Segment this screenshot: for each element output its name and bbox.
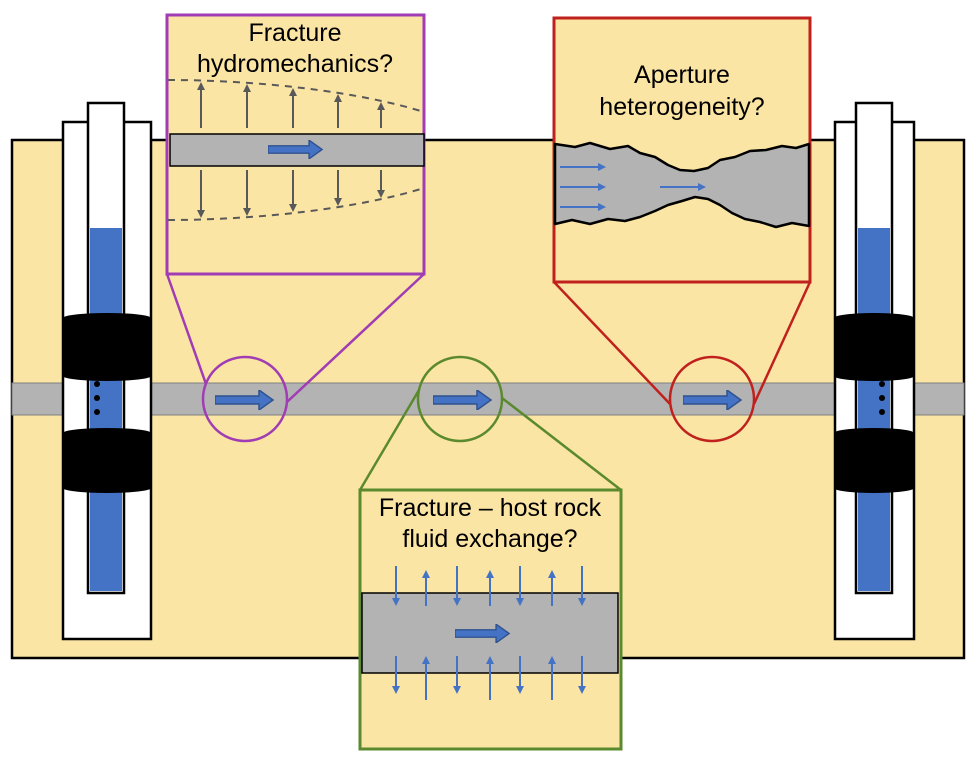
callout-exchange: Fracture – host rock fluid exchange? bbox=[358, 488, 623, 751]
connector-lines-exchange bbox=[358, 389, 622, 491]
flow-lines-aperture bbox=[560, 163, 706, 211]
callout-aperture: Aperture heterogeneity? bbox=[552, 16, 812, 284]
callout-exchange-title-line1: Fracture – host rock bbox=[379, 494, 602, 522]
callout-hydromechanics-title-line1: Fracture bbox=[248, 19, 341, 47]
stress-arrows bbox=[197, 82, 385, 218]
screen-perforations-right bbox=[879, 381, 885, 415]
exchange-arrows-bottom bbox=[392, 656, 586, 700]
water-column-left bbox=[90, 228, 122, 591]
callout-exchange-title-line2: fluid exchange? bbox=[402, 525, 577, 553]
callout-aperture-title-line1: Aperture bbox=[634, 61, 730, 89]
exchange-arrows-top bbox=[392, 566, 586, 606]
right-borehole bbox=[833, 101, 916, 641]
zoom-circle-hydromechanics bbox=[201, 355, 289, 443]
callout-hydromechanics-title-line2: hydromechanics? bbox=[197, 50, 393, 78]
callout-hydromechanics: Fracture hydromechanics? bbox=[165, 13, 426, 276]
screen-perforations-left bbox=[94, 381, 100, 415]
connector-lines-aperture bbox=[553, 281, 812, 405]
callout-aperture-title-line2: heterogeneity? bbox=[599, 93, 764, 121]
rough-fracture bbox=[553, 141, 811, 229]
packer-upper-right bbox=[834, 313, 914, 381]
packer-lower-right bbox=[834, 428, 914, 493]
packer-lower-left bbox=[63, 428, 151, 493]
zoom-circle-aperture bbox=[668, 355, 756, 443]
water-column-right bbox=[858, 228, 890, 591]
left-borehole bbox=[61, 101, 153, 641]
packer-upper-left bbox=[63, 313, 151, 381]
connector-lines-hydromechanics bbox=[165, 273, 425, 403]
